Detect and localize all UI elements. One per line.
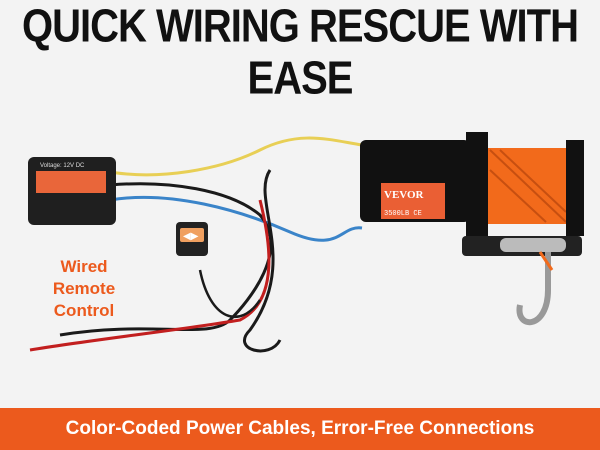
- control-box: Voltage: 12V DC: [28, 157, 116, 225]
- svg-text:◀▶: ◀▶: [183, 231, 199, 242]
- voltage-label: Voltage: 12V DC: [40, 163, 85, 169]
- red-cable: [29, 199, 271, 352]
- hook: [516, 252, 551, 326]
- headline: QUICK WIRING RESCUE WITH EASE: [22, 1, 579, 104]
- yellow-wire: [109, 136, 363, 177]
- bottom-banner: Color-Coded Power Cables, Error-Free Con…: [0, 408, 600, 450]
- remote-label-line2: Control: [53, 301, 115, 320]
- wired-remote: ◀▶: [176, 222, 208, 256]
- svg-text:3500LB CE: 3500LB CE: [384, 210, 422, 218]
- remote-callout: Wired Remote Control: [28, 256, 140, 322]
- blue-wire: [109, 195, 363, 242]
- winch: VEVOR 3500LB CE: [360, 132, 584, 326]
- winch-brand: VEVOR: [384, 189, 425, 201]
- black-cables: [59, 182, 273, 337]
- remote-label-line1: Wired Remote: [52, 257, 116, 298]
